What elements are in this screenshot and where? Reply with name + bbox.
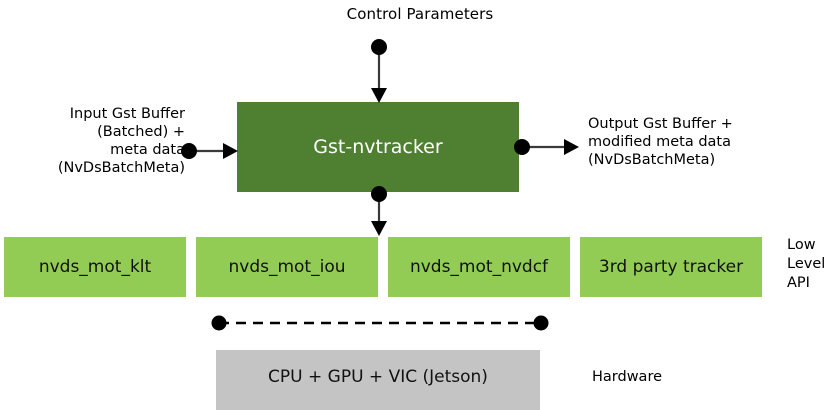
- output-gst-buffer-label: Output Gst Buffer + modified meta data (…: [588, 116, 733, 168]
- nvds-mot-nvdcf-block[interactable]: nvds_mot_nvdcf: [388, 237, 570, 297]
- input-arrowhead: [223, 143, 238, 159]
- nvds-mot-iou-block[interactable]: nvds_mot_iou: [196, 237, 378, 297]
- hardware-dash-right-dot: [533, 315, 549, 331]
- low-level-api-label: Low Level API: [787, 237, 826, 291]
- output-arrowhead: [564, 139, 579, 155]
- low-level-arrowhead: [371, 221, 387, 236]
- connector-control-params-to-tracker: [371, 39, 387, 103]
- hardware-dash-left-dot: [211, 315, 227, 331]
- connector-tracker-to-low-level: [371, 186, 387, 236]
- connector-tracker-to-output-buffer: [514, 139, 579, 155]
- control-params-arrowhead: [371, 88, 387, 103]
- hardware-block[interactable]: CPU + GPU + VIC (Jetson): [216, 350, 540, 410]
- hardware-label: Hardware: [592, 369, 663, 385]
- control-parameters-label: Control Parameters: [346, 5, 494, 23]
- third-party-tracker-block[interactable]: 3rd party tracker: [580, 237, 762, 297]
- connector-input-buffer-to-tracker: [181, 143, 238, 159]
- connector-low-level-to-hardware: [211, 315, 549, 331]
- gst-nvtracker-block[interactable]: Gst-nvtracker: [237, 102, 519, 192]
- input-gst-buffer-label: Input Gst Buffer (Batched) + meta data (…: [57, 106, 185, 176]
- nvds-mot-klt-block[interactable]: nvds_mot_klt: [4, 237, 186, 297]
- control-params-source-dot: [371, 39, 387, 55]
